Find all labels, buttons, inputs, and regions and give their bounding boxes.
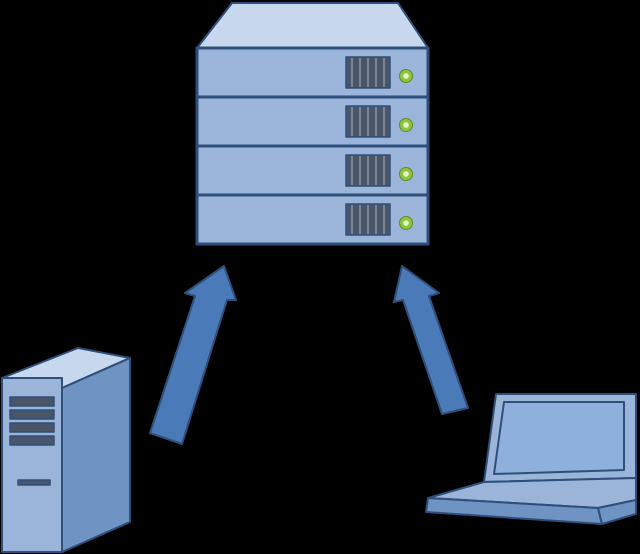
rack-server-icon [195,2,430,246]
arrow-desktop-to-server [149,265,237,445]
laptop-screen [493,401,625,475]
rack-unit-vent [345,56,391,89]
desktop-tower-icon [1,347,131,553]
rack-server-top [196,2,429,49]
rack-unit-panel [195,46,430,99]
rack-unit [195,144,430,197]
rack-unit-vent [345,105,391,138]
drive-bay [9,396,55,407]
rack-unit [195,193,430,246]
power-led-center [403,171,409,177]
rack-unit [195,46,430,99]
power-led-center [403,220,409,226]
rack-unit-panel [195,95,430,148]
tower-side [61,357,131,553]
tower-drive-bays [9,396,55,446]
arrow-laptop-to-server [393,265,469,415]
rack-unit-panel [195,193,430,246]
drive-bay [9,409,55,420]
laptop-base-side [597,499,637,525]
rack-unit-vent [345,154,391,187]
drive-bay [9,422,55,433]
drive-bay [9,435,55,446]
rack-unit [195,95,430,148]
power-led-center [403,73,409,79]
rack-unit-panel [195,144,430,197]
tower-front [1,377,63,553]
power-led-center [403,122,409,128]
rack-unit-vent [345,203,391,236]
laptop-icon [425,393,637,525]
tower-floppy-slot [17,479,51,486]
rack-server-units [195,46,430,246]
